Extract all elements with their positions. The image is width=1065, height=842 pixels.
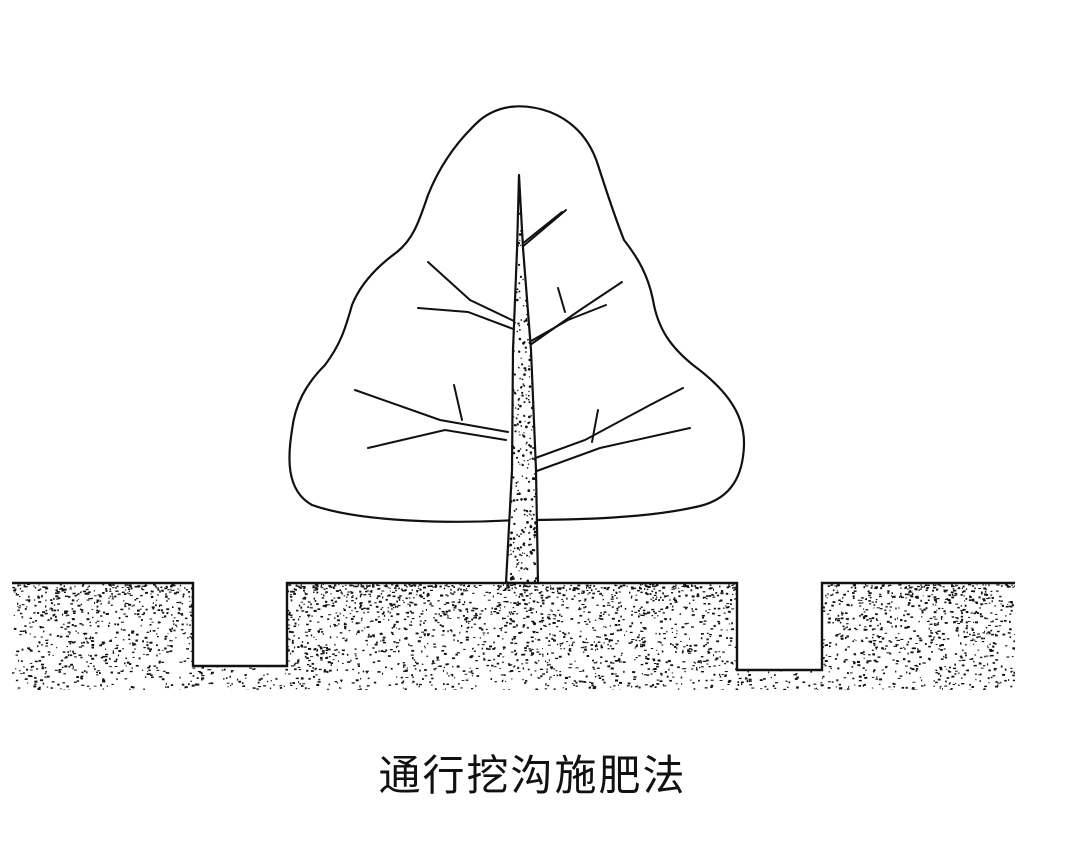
ground-surface-with-trenches [12,581,1015,672]
tree-crown-outline [288,105,746,523]
tree-branches [354,209,691,473]
trench-left [193,583,287,666]
soil-texture [12,584,1015,690]
diagram-caption: 通行挖沟施肥法 [378,751,687,800]
trench-right [737,583,822,670]
